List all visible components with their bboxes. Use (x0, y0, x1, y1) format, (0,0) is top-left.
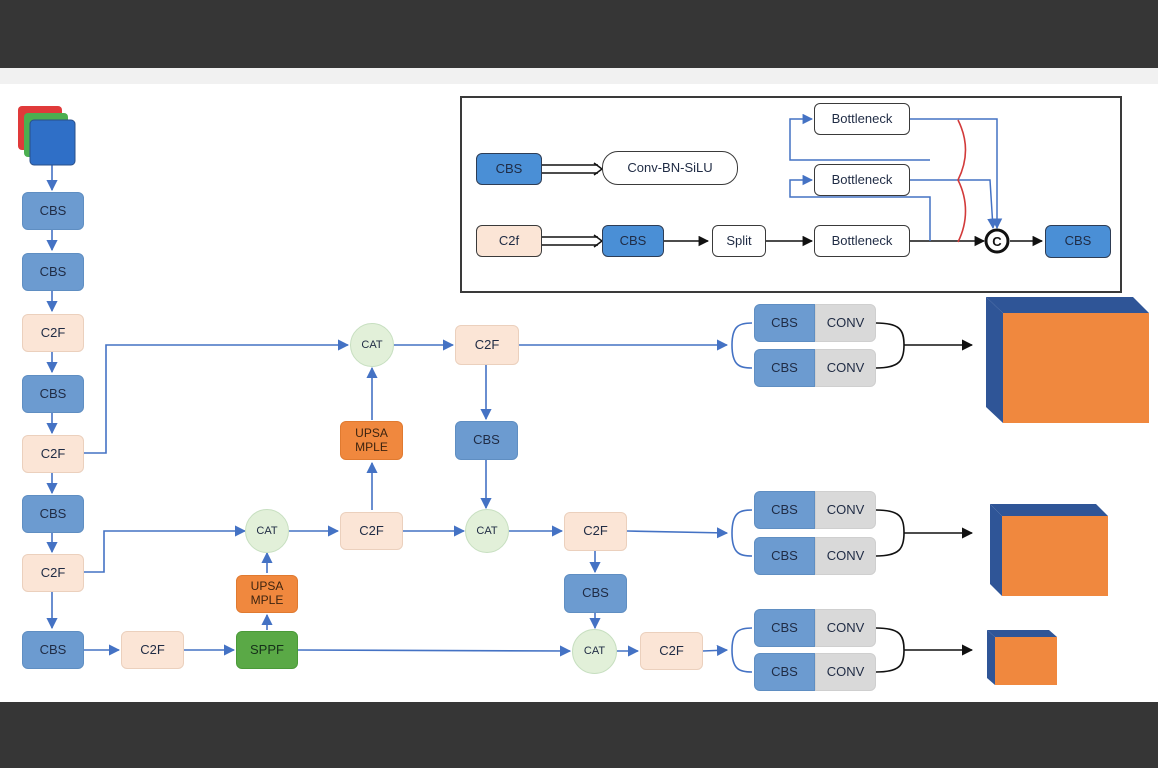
head2-split-top (731, 509, 753, 534)
legend-conv-bn-silu[interactable]: Conv-BN-SiLU (602, 151, 738, 185)
head2-cbs-bottom[interactable]: CBS (754, 537, 815, 575)
output-small-side (987, 630, 995, 685)
neck-c2f-8[interactable]: C2F (640, 632, 703, 670)
backbone-cbs-1[interactable]: CBS (22, 192, 84, 230)
photo-top-edge (0, 68, 1158, 84)
neck-cbs-6[interactable]: CBS (455, 421, 518, 460)
output-medium-front (1002, 516, 1108, 596)
cat-node-5[interactable]: CAT (572, 629, 617, 674)
neck-c2f-7[interactable]: C2F (564, 512, 627, 551)
edge-c2f2-cat1 (84, 339, 350, 454)
output-medium-side (990, 504, 1002, 596)
backbone-c2f-3[interactable]: C2F (22, 554, 84, 592)
head1-conv-top[interactable]: CONV (815, 304, 876, 342)
backbone-c2f-2[interactable]: C2F (22, 435, 84, 473)
head3-split-top (731, 627, 753, 651)
neck-c2f-5[interactable]: C2F (340, 512, 403, 550)
head2-conv-top[interactable]: CONV (815, 491, 876, 529)
head2-cbs-top[interactable]: CBS (754, 491, 815, 529)
legend-concat-node (984, 228, 1010, 254)
legend-c2f[interactable]: C2f (476, 225, 542, 257)
edge-c2f3-cat2 (84, 525, 247, 573)
head3-cbs-bottom[interactable]: CBS (754, 653, 815, 691)
backbone-cbs-5[interactable]: CBS (22, 631, 84, 669)
cat-node-3[interactable]: CAT (465, 509, 509, 553)
head2-conv-bottom[interactable]: CONV (815, 537, 876, 575)
legend-c2f-cbs[interactable]: CBS (602, 225, 664, 257)
head1-split-top (731, 322, 753, 346)
legend-split[interactable]: Split (712, 225, 766, 257)
edge-c2f7-head2 (626, 527, 729, 539)
neck-cbs-7[interactable]: CBS (564, 574, 627, 613)
cat-node-1[interactable]: CAT (350, 323, 394, 367)
edge-c2f8-head3 (702, 644, 729, 657)
neck-c2f-6[interactable]: C2F (455, 325, 519, 365)
backbone-cbs-3[interactable]: CBS (22, 375, 84, 413)
input-channel-blue (29, 119, 76, 166)
head1-split-bottom (731, 344, 753, 369)
head3-cbs-top[interactable]: CBS (754, 609, 815, 647)
head3-conv-top[interactable]: CONV (815, 609, 876, 647)
backbone-c2f-1[interactable]: C2F (22, 314, 84, 352)
head3-split-bottom (731, 649, 753, 673)
legend-bottleneck-2[interactable]: Bottleneck (814, 164, 910, 196)
legend-bottleneck-3[interactable]: Bottleneck (814, 225, 910, 257)
head1-merge (875, 322, 905, 369)
legend-b2-concat (910, 179, 998, 230)
edge-sppf-cat5 (297, 645, 572, 657)
upsample-1[interactable]: UPSA MPLE (340, 421, 403, 460)
head1-cbs-bottom[interactable]: CBS (754, 349, 815, 387)
backbone-c2f-4[interactable]: C2F (121, 631, 184, 669)
cat-node-2[interactable]: CAT (245, 509, 289, 553)
backbone-cbs-2[interactable]: CBS (22, 253, 84, 291)
head3-conv-bottom[interactable]: CONV (815, 653, 876, 691)
legend-bottleneck-1[interactable]: Bottleneck (814, 103, 910, 135)
upsample-2[interactable]: UPSA MPLE (236, 575, 298, 613)
legend-loop-b3-b2 (789, 174, 931, 241)
output-large-front (1003, 313, 1149, 423)
output-large-side (986, 297, 1003, 423)
legend-output-cbs[interactable]: CBS (1045, 225, 1111, 258)
output-medium-top (990, 504, 1108, 516)
legend-panel (460, 96, 1122, 293)
head1-conv-bottom[interactable]: CONV (815, 349, 876, 387)
legend-concat-symbol: C (992, 234, 1002, 249)
output-small-top (987, 630, 1057, 637)
legend-brace (957, 119, 967, 243)
head3-merge (875, 627, 905, 673)
legend-b1-concat (910, 118, 1003, 230)
sppf-block[interactable]: SPPF (236, 631, 298, 669)
output-large-top (986, 297, 1149, 313)
legend-cbs[interactable]: CBS (476, 153, 542, 185)
head2-split-bottom (731, 532, 753, 557)
output-small-front (995, 637, 1057, 685)
head2-merge (875, 509, 905, 557)
legend-loop-b2-b1 (789, 113, 930, 161)
backbone-cbs-4[interactable]: CBS (22, 495, 84, 533)
head1-cbs-top[interactable]: CBS (754, 304, 815, 342)
